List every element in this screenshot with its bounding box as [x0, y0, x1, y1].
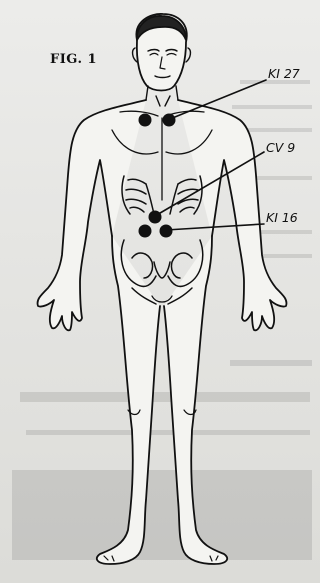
point-ki16-right: [160, 225, 173, 238]
label-cv9: CV 9: [266, 140, 295, 155]
label-ki16: KI 16: [266, 210, 298, 225]
acupoints: [139, 114, 176, 238]
label-ki27: KI 27: [268, 66, 300, 81]
head: [133, 14, 191, 91]
point-ki27-right: [163, 114, 176, 127]
point-ki27-left: [139, 114, 152, 127]
point-ki16-left: [139, 225, 152, 238]
point-cv9: [149, 211, 162, 224]
